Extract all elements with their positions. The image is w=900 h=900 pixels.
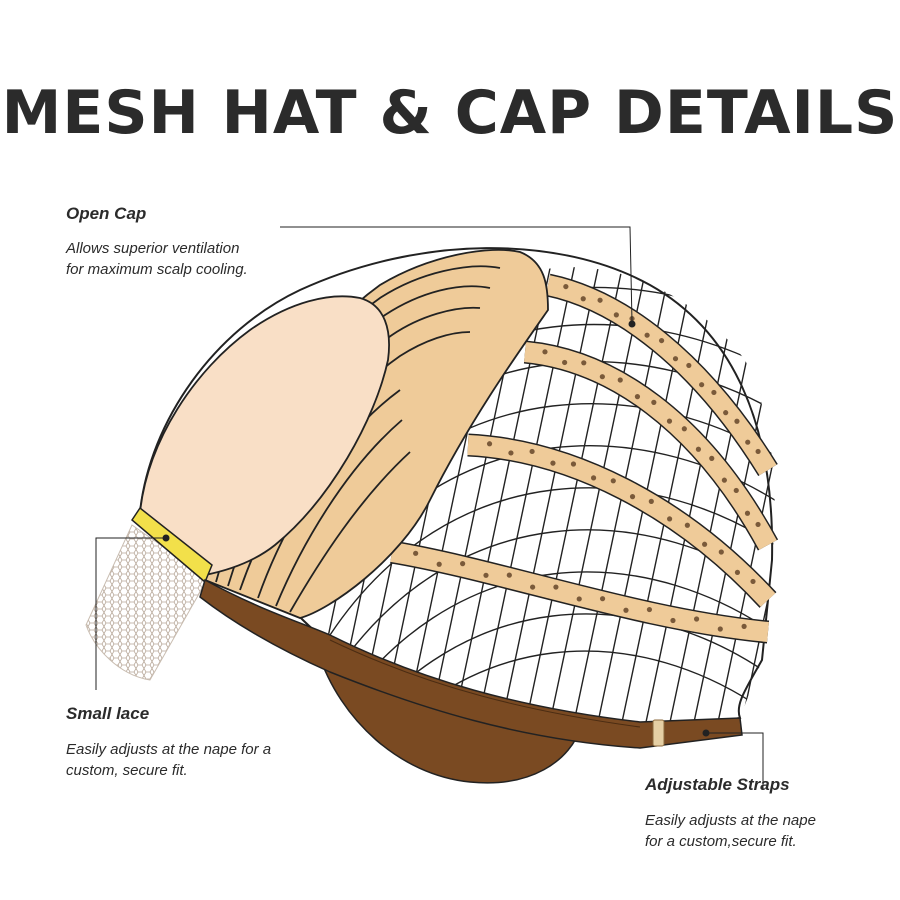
adjustable-straps-line-2: for a custom,secure fit. — [645, 833, 797, 850]
strap-dot — [670, 617, 676, 624]
adjustable-straps-description: Easily adjusts at the nape for a custom,… — [645, 810, 816, 852]
strap-dot — [744, 510, 751, 516]
strap-dot — [646, 606, 653, 613]
strap-band — [390, 542, 769, 642]
small-lace-description: Easily adjusts at the nape for a custom,… — [66, 739, 271, 781]
strap-dot — [629, 494, 636, 500]
small-lace-title: Small lace — [66, 704, 150, 723]
strap-dot — [460, 561, 466, 567]
strap-dot — [658, 337, 665, 344]
strap-dot — [599, 374, 605, 380]
lattice-row — [329, 487, 775, 636]
page-title: MESH HAT & CAP DETAILS — [1, 78, 899, 148]
open-cap-title: Open Cap — [66, 204, 147, 223]
tan-straps — [390, 273, 779, 644]
strap-dot — [580, 296, 586, 302]
strap-dot — [506, 572, 512, 578]
strap-dot — [648, 498, 654, 504]
small-lace-line-1: Easily adjusts at the nape for a — [66, 741, 272, 758]
strap-dot — [723, 410, 729, 416]
strap-dot — [597, 297, 603, 303]
strap-dot — [711, 389, 717, 396]
strap-dot — [755, 521, 761, 528]
strap-dot — [634, 394, 641, 400]
small-lace-strip — [131, 506, 213, 584]
strap-dot — [599, 596, 606, 602]
lattice-line — [493, 267, 605, 740]
strap-dot — [741, 623, 747, 629]
strap-dot — [581, 360, 587, 366]
strap-dot — [684, 522, 690, 528]
strap-dot — [702, 541, 708, 547]
strap-dot — [734, 569, 741, 576]
strap-dot — [413, 550, 419, 556]
strap-dot — [709, 455, 715, 461]
strap-dot — [617, 377, 623, 383]
strap-band — [467, 435, 776, 607]
strap-dot — [695, 446, 702, 452]
open-cap-description: Allows superior ventilation for maximum … — [66, 238, 248, 280]
strap-buckle — [652, 719, 665, 747]
strap-dot — [563, 283, 569, 290]
open-cap-line-1: Allows superior ventilation — [66, 240, 240, 257]
strap-dot — [590, 475, 597, 481]
strap-dot — [550, 460, 556, 466]
strap-dot — [508, 450, 514, 456]
strap-dot — [745, 439, 751, 445]
open-cap-line-2: for maximum scalp cooling. — [66, 261, 248, 278]
strap-dot — [436, 561, 442, 567]
lattice-line — [733, 267, 775, 740]
small-lace-line-2: custom, secure fit. — [66, 762, 188, 779]
lattice-row — [329, 571, 775, 726]
strap-dot — [750, 578, 756, 585]
adjustable-straps-line-1: Easily adjusts at the nape — [645, 812, 816, 829]
lattice-line — [517, 267, 629, 740]
strap-dot — [666, 516, 673, 522]
strap-dot — [529, 448, 535, 455]
strap-dot — [699, 382, 705, 388]
strap-dot — [672, 356, 679, 362]
strap-dot — [755, 448, 761, 455]
small-lace-mesh — [85, 524, 209, 681]
strap-dot — [693, 616, 700, 622]
strap-dot — [483, 572, 489, 578]
strap-dot — [717, 626, 723, 632]
strap-dot — [686, 362, 692, 369]
strap-dot — [530, 584, 536, 590]
lattice-line — [709, 267, 775, 740]
front-skin-panel — [139, 295, 390, 576]
strap-dot — [644, 332, 650, 338]
strap-dot — [613, 312, 619, 318]
strap-dot — [721, 477, 727, 483]
strap-dot — [562, 359, 568, 366]
strap-dot — [610, 478, 616, 484]
adjustable-straps-title: Adjustable Straps — [645, 775, 790, 794]
brown-headband — [199, 578, 743, 749]
strap-dot — [733, 487, 739, 494]
strap-dot — [734, 418, 740, 424]
strap-dot — [576, 596, 582, 602]
leader-lines — [95, 226, 764, 790]
adjustable-straps-marker — [702, 729, 710, 737]
strap-dot — [542, 349, 548, 355]
strap-dot — [666, 418, 673, 424]
strap-dot — [623, 607, 629, 613]
lattice-line — [445, 267, 557, 740]
strap-dot — [681, 426, 687, 432]
lattice-line — [613, 267, 725, 740]
strap-dot — [718, 549, 724, 555]
strap-dot — [570, 461, 577, 467]
strap-dot — [553, 584, 559, 590]
small-lace-marker — [162, 534, 170, 542]
strap-dot — [651, 399, 657, 405]
strap-dot — [486, 441, 493, 447]
open-cap-marker — [628, 320, 636, 328]
